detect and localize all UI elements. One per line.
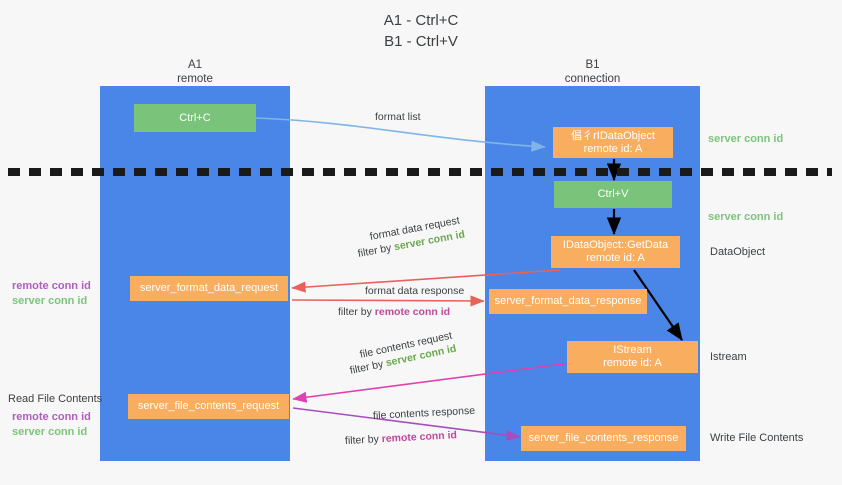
annotation-conn-ids-bottom-server: server conn id [12, 426, 88, 438]
box-server-file-contents-response[interactable]: server_file_contents_response [521, 426, 686, 451]
label-file-contents-response-filter: filter by remote conn id [345, 428, 458, 448]
label-format-data-response-filter: filter by remote conn id [338, 305, 450, 319]
annotation-istream: Istream [710, 351, 747, 363]
arrow-format-data-response [291, 295, 485, 307]
box-server-format-data-request[interactable]: server_format_data_request [130, 276, 288, 301]
annotation-conn-ids-top-remote: remote conn id [12, 280, 91, 292]
box-istream[interactable]: IStream remote id: A [567, 341, 698, 373]
label-format-list: format list [375, 111, 421, 123]
label-format-data-response-filter-key: remote conn id [374, 306, 451, 318]
box-server-file-contents-request[interactable]: server_file_contents_request [128, 394, 289, 419]
label-file-contents-response-filter-key: remote conn id [381, 429, 458, 446]
box-idataobject-getdata-line1: IDataObject::GetData [562, 239, 669, 251]
box-server-format-data-request-line1: server_format_data_request [139, 282, 279, 294]
box-idataobject-getdata-line2: remote id: A [586, 252, 645, 264]
box-ctrl-c[interactable]: Ctrl+C [134, 104, 256, 132]
box-ctrl-v[interactable]: Ctrl+V [554, 181, 672, 208]
annotation-dataobject: DataObject [710, 246, 766, 258]
lane-header-a1-name: A1 [187, 59, 203, 71]
label-file-contents-response-filter-prefix: filter by [344, 433, 383, 447]
label-format-data-response-filter-prefix: filter by [338, 306, 375, 318]
annotation-server-conn-id-mid: server conn id [708, 211, 784, 223]
annotation-read-file-contents: Read File Contents [8, 393, 103, 405]
box-set-clipboard-dataobject-line2: remote id: A [583, 142, 643, 155]
box-istream-line2: remote id: A [603, 357, 662, 369]
annotation-server-conn-id-top: server conn id [708, 133, 784, 145]
annotation-write-file-contents: Write File Contents [710, 432, 804, 444]
box-ctrl-v-line1: Ctrl+V [597, 188, 629, 200]
label-file-contents-request-filter-prefix: filter by [348, 357, 388, 377]
lane-header-b1: B1 connection [485, 58, 700, 86]
annotation-conn-ids-bottom: remote conn id server conn id [12, 410, 91, 440]
label-format-data-request-filter-prefix: filter by [356, 241, 396, 260]
box-server-file-contents-response-line1: server_file_contents_response [528, 432, 679, 444]
box-server-file-contents-request-line1: server_file_contents_request [137, 400, 280, 412]
box-idataobject-getdata[interactable]: IDataObject::GetData remote id: A [551, 236, 680, 268]
lane-header-a1-sub: remote [177, 73, 213, 85]
box-server-format-data-response[interactable]: server_format_data_response [489, 289, 647, 314]
annotation-conn-ids-top-server: server conn id [12, 295, 88, 307]
page-title: A1 - Ctrl+C B1 - Ctrl+V [383, 12, 459, 50]
box-set-clipboard-dataobject-line1: 倡彳rIDataObject [571, 129, 655, 142]
box-set-clipboard-dataobject[interactable]: 倡彳rIDataObject remote id: A [553, 127, 673, 158]
annotation-conn-ids-bottom-remote: remote conn id [12, 411, 91, 423]
lane-header-b1-sub: connection [564, 73, 621, 85]
label-format-data-response: format data response [365, 285, 465, 297]
lane-header-b1-name: B1 [585, 59, 600, 71]
box-istream-line1: IStream [613, 344, 652, 356]
label-file-contents-response: file contents response [372, 404, 476, 422]
box-ctrl-c-line1: Ctrl+C [179, 111, 211, 124]
lane-header-a1: A1 remote [100, 58, 290, 86]
box-server-format-data-response-line1: server_format_data_response [494, 295, 642, 307]
annotation-conn-ids-top: remote conn id server conn id [12, 279, 91, 309]
